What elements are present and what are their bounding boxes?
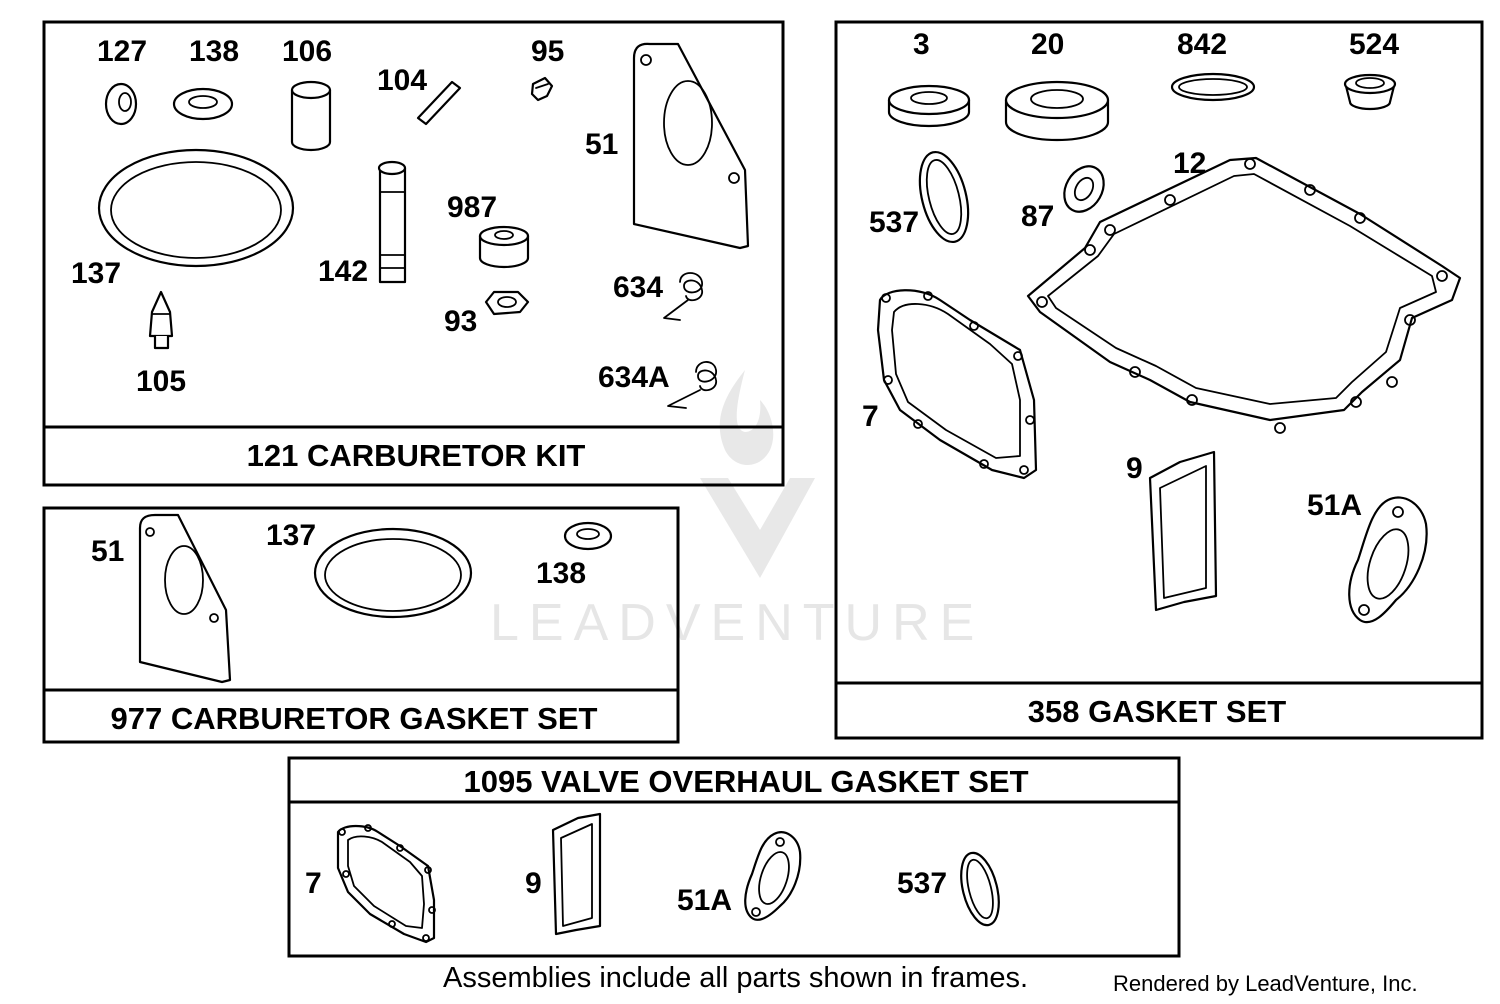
label-12: 12 bbox=[1173, 147, 1206, 180]
part-9-gasket[interactable] bbox=[1148, 450, 1218, 612]
part-9-gasket-valve-set[interactable] bbox=[551, 812, 602, 936]
part-93-nut[interactable] bbox=[484, 290, 530, 316]
part-842-ring[interactable] bbox=[1170, 72, 1256, 102]
label-634a: 634A bbox=[598, 361, 670, 394]
part-51-plate[interactable] bbox=[632, 42, 750, 250]
part-137-o-ring-gasket-set[interactable] bbox=[313, 527, 473, 619]
rendered-by: Rendered by LeadVenture, Inc. bbox=[1113, 971, 1418, 996]
label-142: 142 bbox=[318, 255, 368, 288]
label-93: 93 bbox=[444, 305, 477, 338]
part-127-washer[interactable] bbox=[104, 82, 138, 126]
label-138: 138 bbox=[189, 35, 239, 68]
carburetor-kit-title: 121 CARBURETOR KIT bbox=[247, 438, 586, 473]
gasket-set-frame bbox=[834, 20, 1484, 740]
part-51a-gasket[interactable] bbox=[1348, 496, 1428, 624]
gasket-set-title: 358 GASKET SET bbox=[1028, 694, 1286, 729]
label-7-valve-set: 7 bbox=[305, 867, 322, 900]
footer-note: Assemblies include all parts shown in fr… bbox=[443, 962, 1028, 994]
label-106: 106 bbox=[282, 35, 332, 68]
part-87-washer[interactable] bbox=[1056, 159, 1111, 219]
label-3: 3 bbox=[913, 28, 930, 61]
label-524: 524 bbox=[1349, 28, 1399, 61]
part-51a-gasket-valve-set[interactable] bbox=[744, 831, 802, 921]
label-20: 20 bbox=[1031, 28, 1064, 61]
label-105: 105 bbox=[136, 365, 186, 398]
part-104-pin[interactable] bbox=[416, 80, 462, 126]
part-95-screw[interactable] bbox=[530, 76, 554, 102]
label-7: 7 bbox=[862, 400, 879, 433]
part-524-plug[interactable] bbox=[1343, 73, 1397, 111]
part-138-seal[interactable] bbox=[172, 87, 234, 121]
label-137: 137 bbox=[71, 257, 121, 290]
part-105-needle[interactable] bbox=[148, 290, 174, 350]
part-51-plate-gasket-set[interactable] bbox=[138, 513, 232, 684]
part-634a-spring[interactable] bbox=[667, 361, 717, 409]
carburetor-kit-frame bbox=[42, 20, 785, 487]
label-987: 987 bbox=[447, 191, 497, 224]
part-7-head-gasket-valve-set[interactable] bbox=[336, 824, 436, 944]
label-537-valve-set: 537 bbox=[897, 867, 947, 900]
label-9: 9 bbox=[1126, 452, 1143, 485]
label-104: 104 bbox=[377, 64, 427, 97]
part-12-crankcase-gasket[interactable] bbox=[1026, 156, 1462, 434]
part-142-tube[interactable] bbox=[377, 160, 407, 284]
label-51: 51 bbox=[585, 128, 618, 161]
part-987-spacer[interactable] bbox=[478, 225, 530, 269]
label-634: 634 bbox=[613, 271, 663, 304]
label-137-gasket-set: 137 bbox=[266, 519, 316, 552]
part-537-o-ring[interactable] bbox=[912, 147, 977, 247]
watermark-text: LEADVENTURE bbox=[490, 594, 984, 652]
part-7-head-gasket[interactable] bbox=[876, 289, 1038, 480]
label-51a-valve-set: 51A bbox=[677, 884, 732, 917]
label-842: 842 bbox=[1177, 28, 1227, 61]
part-3-oil-seal[interactable] bbox=[887, 84, 971, 128]
label-95: 95 bbox=[531, 35, 564, 68]
part-138-seal-gasket-set[interactable] bbox=[563, 521, 613, 551]
carburetor-gasket-title: 977 CARBURETOR GASKET SET bbox=[111, 701, 598, 736]
carburetor-gasket-frame bbox=[42, 506, 680, 744]
label-9-valve-set: 9 bbox=[525, 867, 542, 900]
label-537: 537 bbox=[869, 206, 919, 239]
label-127: 127 bbox=[97, 35, 147, 68]
part-20-oil-seal[interactable] bbox=[1004, 80, 1110, 142]
valve-gasket-title: 1095 VALVE OVERHAUL GASKET SET bbox=[463, 764, 1028, 799]
part-137-o-ring[interactable] bbox=[97, 148, 295, 268]
part-106-bushing[interactable] bbox=[290, 80, 332, 152]
label-51a: 51A bbox=[1307, 489, 1362, 522]
watermark-logo bbox=[700, 370, 815, 578]
part-634-spring[interactable] bbox=[663, 272, 703, 321]
part-537-o-ring-valve-set[interactable] bbox=[955, 849, 1006, 929]
label-87: 87 bbox=[1021, 200, 1054, 233]
valve-gasket-frame bbox=[287, 756, 1181, 958]
label-51-gasket-set: 51 bbox=[91, 535, 124, 568]
label-138-gasket-set: 138 bbox=[536, 557, 586, 590]
